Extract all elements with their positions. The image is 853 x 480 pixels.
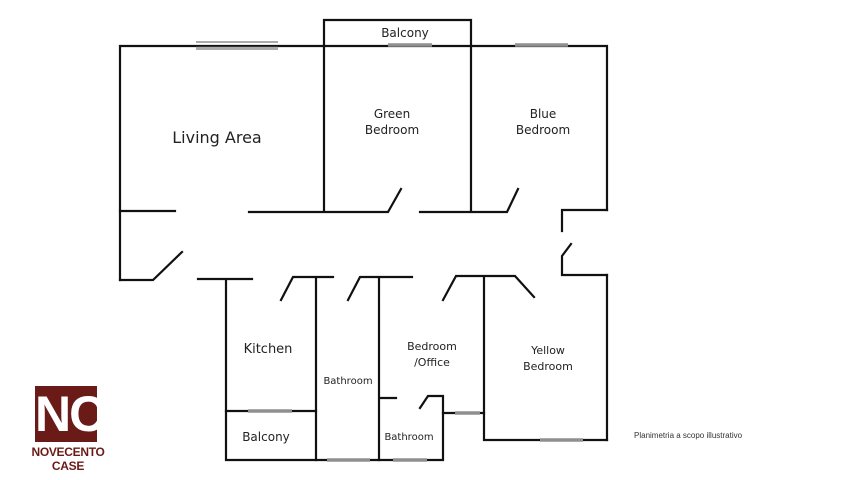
caption: Planimetria a scopo illustrativo (634, 431, 743, 440)
room-label-green-bedroom: Green (374, 107, 410, 121)
room-label-yellow-bedroom-2: Bedroom (523, 360, 573, 373)
logo-name: NOVECENTO CASE (31, 445, 105, 473)
room-label-kitchen: Kitchen (244, 342, 293, 357)
room-label-balcony-bottom: Balcony (242, 430, 290, 444)
room-label-balcony-top: Balcony (381, 26, 429, 40)
room-label-blue-bedroom: Blue (530, 107, 557, 121)
room-label-blue-bedroom-2: Bedroom (516, 123, 570, 137)
room-label-yellow-bedroom: Yellow (530, 344, 565, 357)
room-label-bathroom-2: Bathroom (384, 432, 433, 443)
novecento-case-logo: NC NOVECENTO CASE (22, 386, 114, 473)
room-label-bathroom: Bathroom (323, 376, 372, 387)
windows (196, 41, 583, 462)
walls (118, 18, 609, 462)
room-label-bedroom-office: Bedroom (407, 340, 457, 353)
logo-mark: NC (35, 386, 105, 442)
room-label-living-area: Living Area (172, 128, 261, 147)
room-label-green-bedroom-2: Bedroom (365, 123, 419, 137)
room-label-bedroom-office-2: /Office (414, 356, 450, 369)
